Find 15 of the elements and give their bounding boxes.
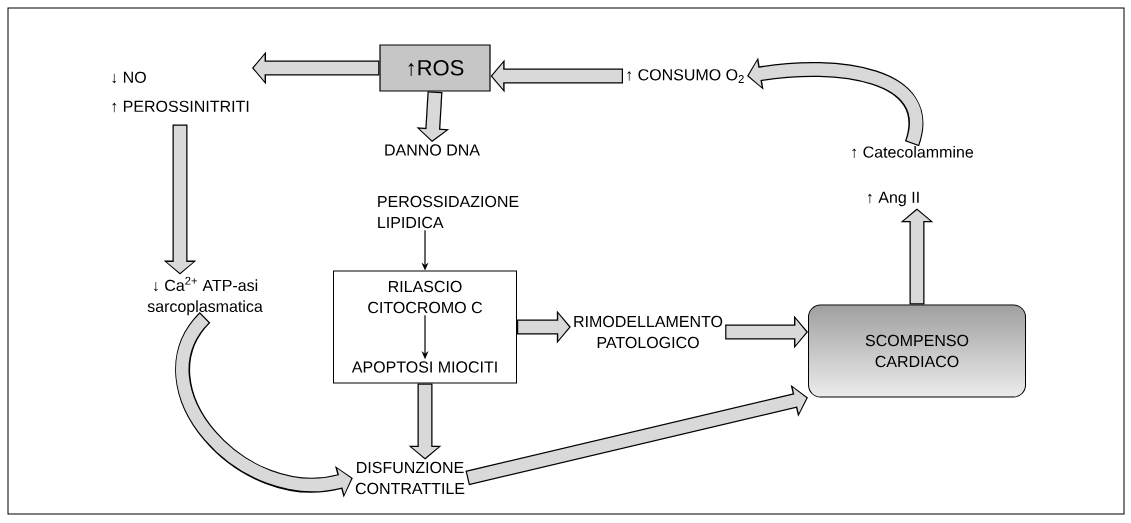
block-arrow bbox=[465, 384, 808, 486]
text-label: RILASCIO CITOCROMO C bbox=[368, 280, 482, 314]
text-label: ↓ Ca$^{2+}$ ATP-asi sarcoplasmatica bbox=[147, 276, 263, 316]
text-label: RIMODELLAMENTO PATOLOGICO bbox=[574, 315, 723, 349]
process-box bbox=[333, 270, 517, 384]
text-label: ↑ CONSUMO O$_{2}$ bbox=[627, 69, 744, 83]
text-label: DISFUNZIONE CONTRATTILE bbox=[355, 461, 465, 495]
text-label: ↑ Catecolammine bbox=[852, 145, 974, 159]
text-label: ↑ Ang II bbox=[868, 191, 919, 207]
rounded-box: SCOMPENSO CARDIACO bbox=[808, 304, 1026, 398]
process-box: ↑ROS bbox=[379, 44, 491, 92]
text-label: ↓ NO ↑ PEROSSINITRITI bbox=[112, 71, 249, 113]
text-label: PEROSSIDAZIONE LIPIDICA bbox=[378, 195, 519, 229]
text-label: APOPTOSI MIOCITI bbox=[351, 361, 497, 373]
text-label: DANNO DNA bbox=[385, 144, 480, 156]
